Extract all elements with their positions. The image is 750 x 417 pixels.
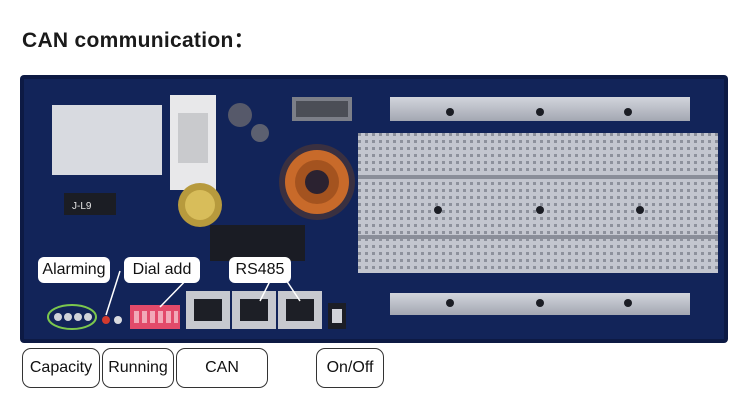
- running-led: [114, 316, 122, 324]
- label-running: Running: [102, 348, 174, 388]
- capacity-led: [74, 313, 82, 321]
- chip-mark: J-L9: [72, 201, 92, 212]
- white-label-sticker: [52, 105, 162, 175]
- perforated-plate: [358, 133, 718, 273]
- label-can: CAN: [176, 348, 268, 388]
- capacity-leds-highlight: [47, 304, 97, 330]
- capacity-led: [64, 313, 72, 321]
- page-title: CAN communication：: [22, 29, 255, 52]
- bms-board-photo: J-L9: [20, 75, 728, 343]
- label-on-off: On/Off: [316, 348, 384, 388]
- label-dial-add: Dial add: [124, 257, 200, 283]
- alarm-led: [102, 316, 110, 324]
- label-rs485: RS485: [229, 257, 291, 283]
- capacity-led: [54, 313, 62, 321]
- chip: [64, 193, 116, 215]
- label-capacity: Capacity: [22, 348, 100, 388]
- capacity-led: [84, 313, 92, 321]
- label-alarming: Alarming: [38, 257, 110, 283]
